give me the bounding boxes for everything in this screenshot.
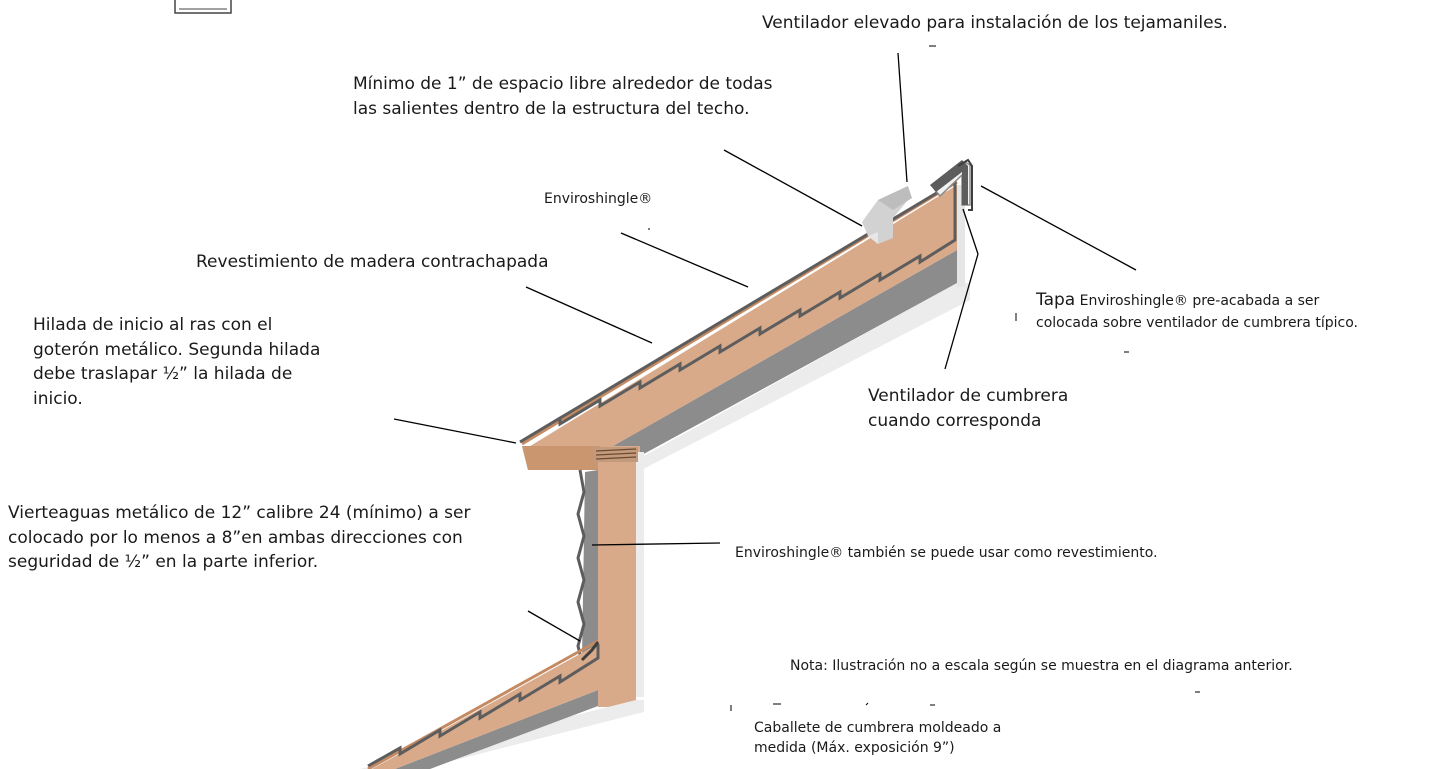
lower-roof-shingles [367,644,600,768]
leader-hilada [393,418,517,444]
window-icon [174,0,232,14]
label-enviro-revestimiento: Enviroshingle® también se puede usar com… [735,545,1158,561]
label-tapa: Tapa Enviroshingle® pre-acabada a ser co… [1036,288,1358,333]
stray-marks [648,45,1200,711]
wall-sheathing [598,452,636,707]
wall-membrane [582,470,598,660]
label-nota: Nota: Ilustración no a escala según se m… [790,658,1293,674]
leader-enviro-revest [591,542,721,546]
leader-vierteaguas [527,610,581,642]
label-caballete: Caballete de cumbrera moldeado a medida … [754,720,1002,757]
label-vierteaguas: Vierteaguas metálico de 12” calibre 24 (… [8,503,471,573]
label-tapa-word: Tapa [1036,290,1076,310]
wall-siding [576,469,586,663]
label-tapa-rest: Enviroshingle® pre-acabada a ser colocad… [1036,293,1358,331]
leader-tapa [980,185,1137,271]
label-hilada-inicio: Hilada de inicio al ras con el goterón m… [33,315,321,409]
leader-enviroshingle [620,232,749,288]
wall-shadow [636,452,644,697]
raised-roof-vent [862,186,912,244]
upper-roof-shingles [519,179,957,444]
leader-vent-cumbrera-1 [944,253,979,370]
upper-roof-membrane [606,250,957,468]
upper-roof-sheathing [527,185,957,460]
label-enviroshingle: Enviroshingle® [544,191,653,207]
leader-revestimiento [525,286,653,344]
leader-minimo [723,149,863,227]
ridge-end [957,185,965,287]
leader-lines [393,52,1137,642]
leader-vent-cumbrera-2 [962,208,979,255]
label-vent-elevado: Ventilador elevado para instalación de l… [762,13,1228,33]
step-flashing [580,641,600,662]
label-vent-cumbrera: Ventilador de cumbrera cuando correspond… [868,386,1069,431]
label-minimo-espacio: Mínimo de 1” de espacio libre alrededor … [353,74,773,119]
ridge-cap [930,160,968,205]
lower-sheathing-edge [367,639,599,769]
roof-underside-shadow [622,283,970,480]
leader-vent-elevado [897,52,908,183]
label-revestimiento: Revestimiento de madera contrachapada [196,252,549,272]
eave-soffit-edge [522,446,600,470]
